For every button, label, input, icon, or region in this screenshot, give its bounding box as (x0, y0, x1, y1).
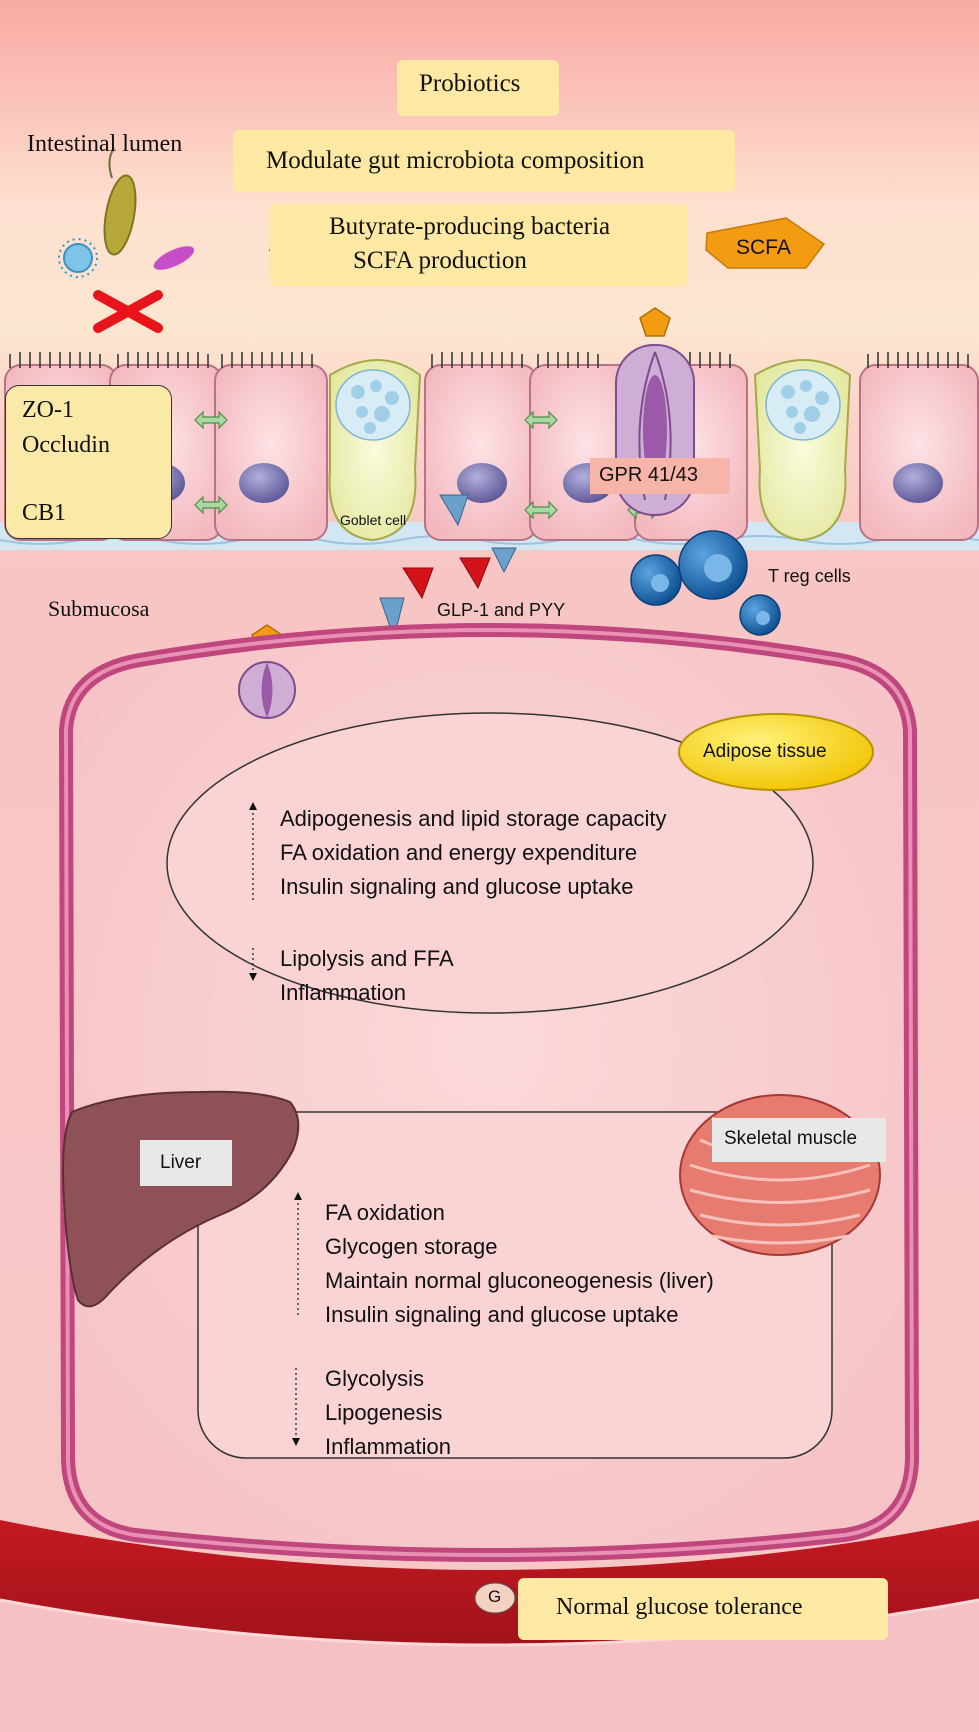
microbes-illustration (58, 147, 195, 278)
modulate-text: Modulate gut microbiota composition (266, 147, 645, 174)
liver-label: Liver (160, 1152, 202, 1173)
down-arrow-head-icon (249, 973, 257, 981)
adipose-tissue-label: Adipose tissue (703, 741, 827, 762)
adipose-down-1: Lipolysis and FFA (280, 946, 454, 971)
skeletal-muscle-label: Skeletal muscle (724, 1128, 858, 1149)
adipose-up-2: FA oxidation and energy expenditure (280, 840, 638, 865)
modulate-box (233, 130, 735, 192)
gpr-label: GPR 41/43 (599, 464, 698, 486)
intestinal-lumen-label: Intestinal lumen (27, 131, 183, 157)
liver-muscle-up-3: Maintain normal gluconeogenesis (liver) (325, 1268, 714, 1293)
submucosa-label: Submucosa (48, 596, 150, 621)
membrane-receptor-icon (238, 661, 296, 719)
increase-line-1: Butyrate-producing bacteria (329, 213, 611, 240)
up-arrow-head-icon (249, 802, 257, 810)
probiotics-box (397, 60, 559, 116)
treg-cells-label: T reg cells (768, 566, 851, 586)
liver-muscle-up-1: FA oxidation (325, 1200, 445, 1225)
adipose-up-1: Adipogenesis and lipid storage capacity (280, 806, 667, 831)
up-arrow-head-icon (294, 1192, 302, 1200)
liver-icon (62, 1090, 300, 1308)
glucose-molecule-icon (474, 1582, 516, 1614)
goblet-cell-label: Goblet cell (340, 512, 407, 528)
liver-muscle-down-2: Lipogenesis (325, 1400, 443, 1425)
down-arrow-head-icon (292, 1438, 300, 1446)
occludin-label: Occludin (22, 432, 110, 458)
glp1-pyy-hormones-icon (379, 494, 517, 640)
adipose-region (166, 712, 814, 1014)
zo1-label: ZO-1 (22, 397, 74, 423)
liver-muscle-region (197, 1111, 833, 1459)
gpr-label-box (590, 458, 730, 494)
liver-muscle-down-1: Glycolysis (325, 1366, 425, 1391)
scfa-label: SCFA (736, 236, 791, 259)
liver-muscle-up-4: Insulin signaling and glucose uptake (325, 1302, 679, 1327)
probiotics-title: Probiotics (419, 70, 521, 97)
adipose-tissue-icon (678, 713, 874, 791)
glp1-pyy-label: GLP-1 and PYY (437, 600, 566, 620)
barrier-block-x-icon (93, 290, 163, 333)
liver-label-box (140, 1140, 232, 1186)
glucose-label: G (488, 1587, 502, 1606)
increase-box (270, 204, 688, 286)
junction-proteins-box (5, 385, 172, 539)
liver-muscle-down-3: Inflammation (325, 1434, 451, 1459)
blood-vessel-lower (0, 1600, 979, 1732)
adipose-down-2: Inflammation (280, 980, 406, 1005)
increase-line-2: SCFA production (353, 247, 527, 274)
treg-cells-icon (630, 530, 781, 636)
normal-glucose-tolerance-label: Normal glucose tolerance (556, 1594, 803, 1620)
scfa-molecule-icon (639, 307, 671, 337)
muscle-label-box (712, 1118, 886, 1162)
tolerance-box (518, 1578, 888, 1640)
liver-muscle-up-2: Glycogen storage (325, 1234, 498, 1259)
scfa-pentagon-icon (705, 217, 826, 269)
cb1-label: CB1 (22, 500, 67, 526)
adipose-up-3: Insulin signaling and glucose uptake (280, 874, 634, 899)
